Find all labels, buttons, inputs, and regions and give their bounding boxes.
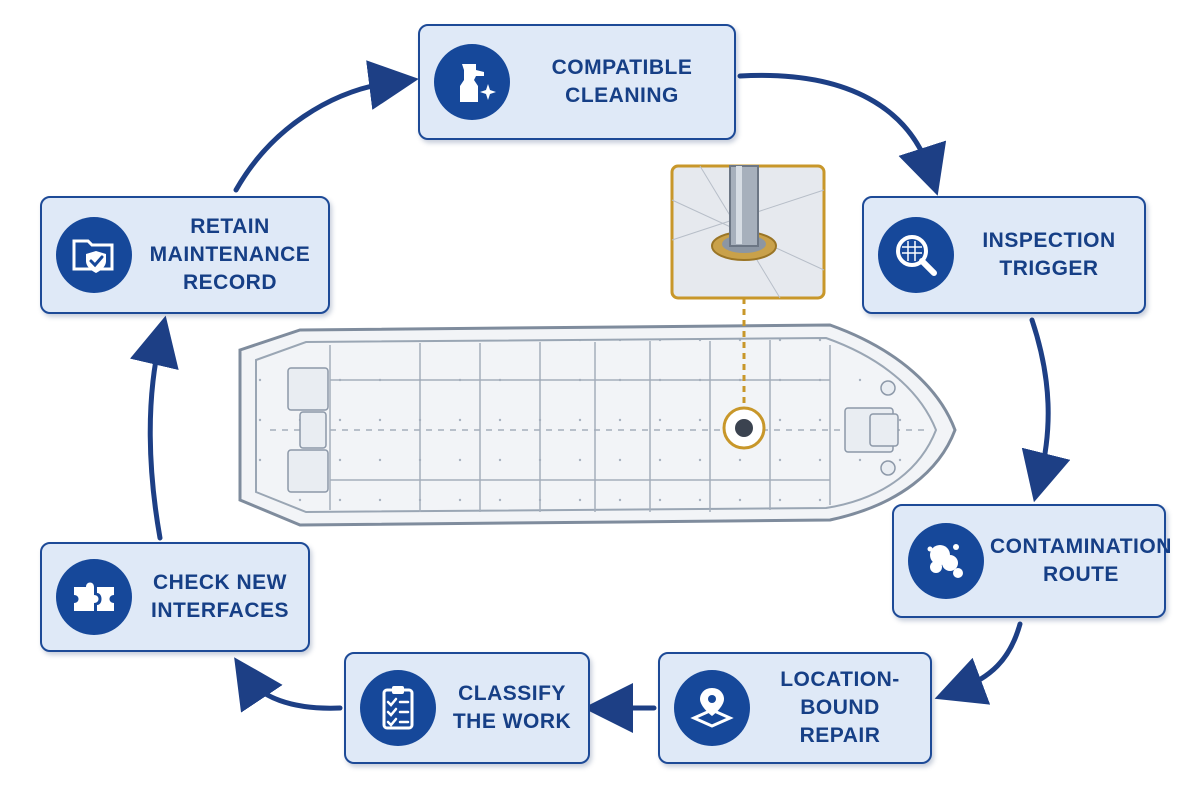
arrow-retain-to-cleaning <box>233 60 419 193</box>
puzzle-icon <box>56 559 132 635</box>
magnifier-icon <box>878 217 954 293</box>
arrow-contamination-to-location <box>934 621 1023 705</box>
location-pin-icon <box>674 670 750 746</box>
cycle-arrows <box>129 60 1071 733</box>
secure-folder-icon <box>56 217 132 293</box>
spray-bottle-icon <box>434 44 510 120</box>
contamination-splat-icon <box>908 523 984 599</box>
arrow-inspection-to-contamination <box>1021 317 1071 503</box>
checklist-clipboard-icon <box>360 670 436 746</box>
fitting-pipe <box>729 165 759 247</box>
arrow-interfaces-to-retain <box>129 315 179 541</box>
boat-hull-illustration <box>238 164 957 527</box>
fitting-point <box>735 419 753 437</box>
arrow-cleaning-to-inspection <box>737 72 947 196</box>
arrow-classify-to-interfaces <box>234 657 343 713</box>
